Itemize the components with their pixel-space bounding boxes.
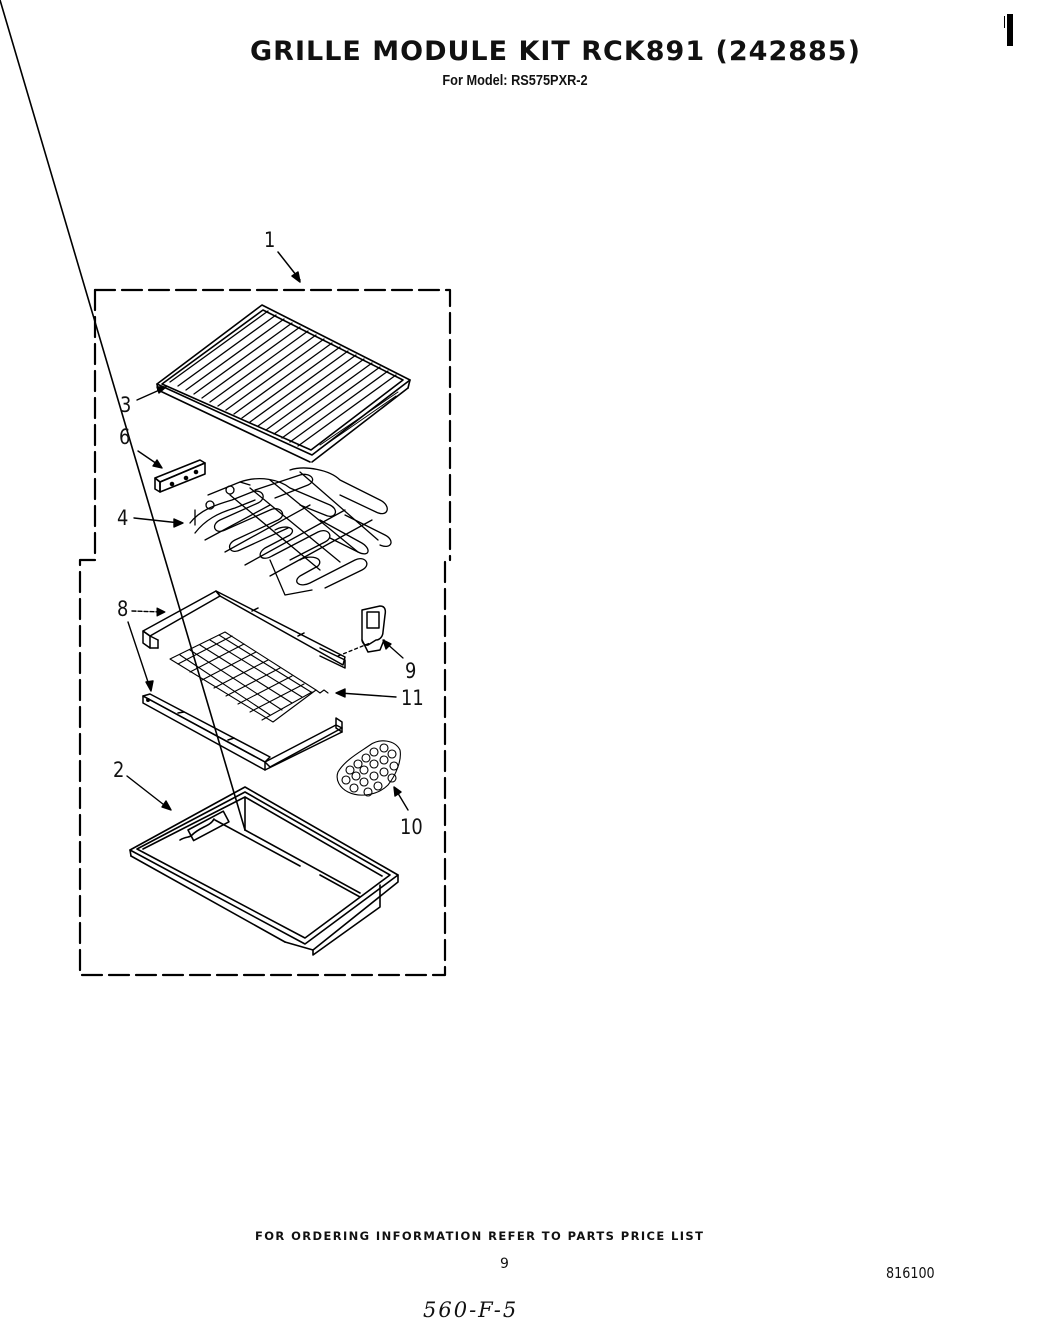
callout-label-6: 6 [119, 425, 131, 449]
callout-arrow-6 [137, 450, 163, 469]
scan-mark-thin [1004, 16, 1005, 28]
grille-pan-drawing [0, 0, 399, 956]
lava-rocks-drawing [336, 740, 401, 797]
callout-label-4: 4 [117, 506, 129, 530]
callout-arrow-2 [126, 775, 172, 811]
assembly-boundary [78, 288, 452, 977]
callout-arrow-1 [277, 251, 301, 283]
callout-label-8: 8 [117, 597, 129, 621]
heating-element-drawing [189, 467, 392, 596]
bracket-upper-drawing [142, 590, 346, 669]
scan-mark [1007, 14, 1013, 46]
document-code: 816100 [886, 1264, 935, 1282]
callout-label-3: 3 [120, 393, 132, 417]
callout-label-10: 10 [400, 815, 423, 839]
terminal-block-drawing [154, 459, 206, 493]
page-number: 9 [500, 1256, 509, 1272]
callout-arrow-8b [127, 621, 154, 692]
callout-label-1: 1 [264, 228, 276, 252]
handwritten-annotation: 560-F-5 [423, 1298, 519, 1322]
callout-arrow-3 [136, 386, 167, 401]
callout-label-9: 9 [405, 659, 417, 683]
bracket-lower-drawing [142, 693, 343, 771]
callout-arrow-10 [393, 786, 409, 811]
callout-label-2: 2 [113, 758, 125, 782]
callout-arrow-4 [133, 517, 184, 528]
callout-arrow-11 [335, 688, 397, 698]
model-subtitle: For Model: RS575PXR-2 [442, 72, 588, 89]
callout-arrow-9 [337, 639, 404, 659]
mesh-drawing [169, 631, 329, 723]
callout-label-11: 11 [401, 686, 424, 710]
page-title: GRILLE MODULE KIT RCK891 (242885) [250, 36, 861, 67]
clip-drawing [361, 605, 387, 653]
grill-grate-drawing [156, 304, 411, 463]
ordering-information-note: FOR ORDERING INFORMATION REFER TO PARTS … [255, 1229, 705, 1243]
